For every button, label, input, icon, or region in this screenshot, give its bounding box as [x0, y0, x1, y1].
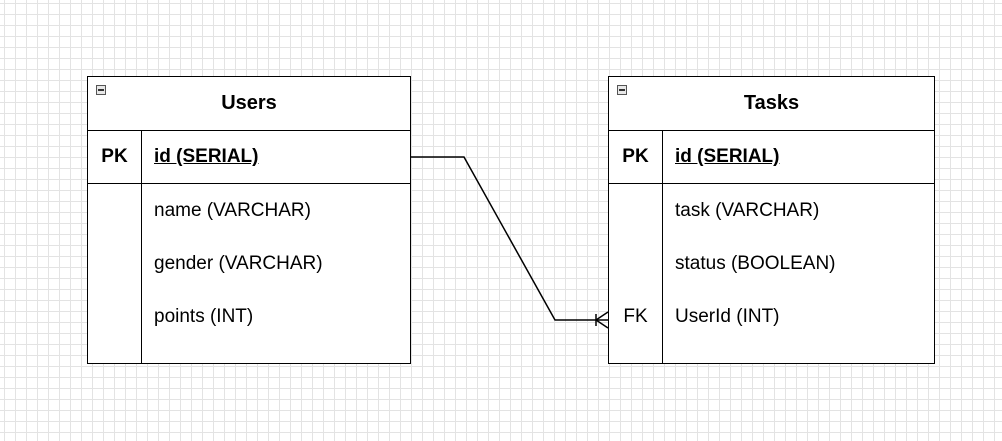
pk-label: PK: [101, 146, 128, 167]
users-table[interactable]: Users PK id (SERIAL) name (VARCHAR) gend…: [87, 76, 411, 364]
users-points-field: points (INT): [154, 305, 254, 327]
fk-label: FK: [623, 305, 648, 327]
users-field-row[interactable]: name (VARCHAR): [88, 184, 410, 237]
relationship-line[interactable]: [411, 156, 608, 321]
tasks-id-field: id (SERIAL): [675, 146, 780, 167]
users-field-row[interactable]: points (INT): [88, 290, 410, 343]
tasks-userid-field: UserId (INT): [675, 305, 780, 327]
column-divider: [141, 131, 142, 363]
tasks-table[interactable]: Tasks PK id (SERIAL) task (VARCHAR) stat…: [608, 76, 935, 364]
users-table-body: PK id (SERIAL) name (VARCHAR) gender (VA…: [88, 131, 410, 363]
users-id-field: id (SERIAL): [154, 146, 259, 167]
users-field-row[interactable]: gender (VARCHAR): [88, 237, 410, 290]
tasks-field-row[interactable]: FK UserId (INT): [609, 290, 934, 343]
pk-label: PK: [622, 146, 649, 167]
crow-foot-many-icon: [595, 311, 609, 329]
users-pk-row[interactable]: PK id (SERIAL): [88, 131, 410, 184]
tasks-pk-row[interactable]: PK id (SERIAL): [609, 131, 934, 184]
collapse-icon[interactable]: [617, 85, 627, 95]
tasks-task-field: task (VARCHAR): [675, 199, 820, 221]
users-table-title: Users: [221, 92, 277, 114]
users-gender-field: gender (VARCHAR): [154, 252, 323, 274]
column-divider: [662, 131, 663, 363]
tasks-field-row[interactable]: task (VARCHAR): [609, 184, 934, 237]
tasks-table-header[interactable]: Tasks: [609, 77, 934, 131]
users-table-header[interactable]: Users: [88, 77, 410, 131]
tasks-table-title: Tasks: [743, 92, 800, 114]
tasks-status-field: status (BOOLEAN): [675, 252, 836, 274]
collapse-icon[interactable]: [96, 85, 106, 95]
tasks-table-body: PK id (SERIAL) task (VARCHAR) status (BO…: [609, 131, 934, 363]
tasks-field-row[interactable]: status (BOOLEAN): [609, 237, 934, 290]
users-name-field: name (VARCHAR): [154, 199, 311, 221]
